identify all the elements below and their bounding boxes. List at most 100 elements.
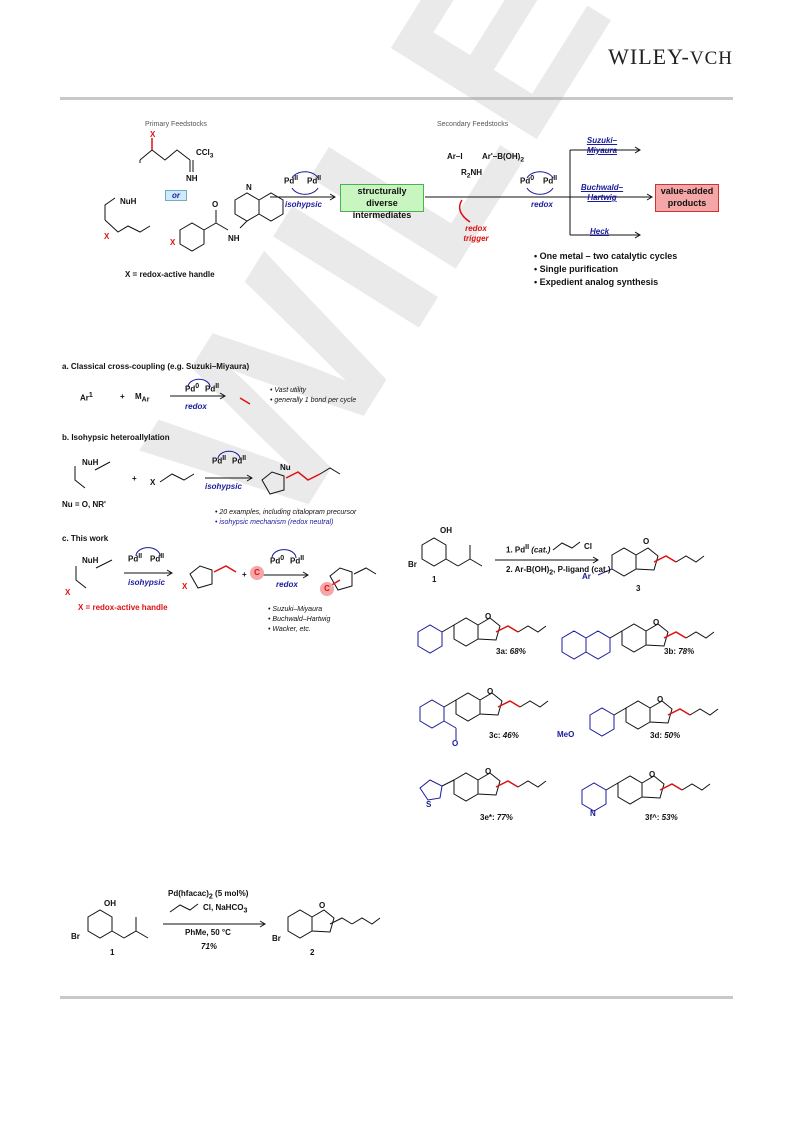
c-x2: X — [182, 582, 188, 591]
primary-feedstocks-label: Primary Feedstocks — [145, 121, 207, 128]
wiley-vch-logo: WILEY-VCH — [608, 44, 733, 69]
isohypsic-label-c: isohypsic — [128, 578, 165, 587]
r1-oh: OH — [440, 526, 452, 535]
p3e-s: S — [426, 800, 432, 809]
plus-a: + — [120, 392, 125, 401]
plus-c: + — [242, 570, 247, 579]
top-rule — [60, 97, 733, 100]
pd-ii-right: PdII — [307, 175, 322, 186]
toc-bullet: • Single purification — [534, 264, 619, 274]
value-added-box: value-added products — [655, 184, 719, 212]
pd0-c: Pd0 — [270, 555, 285, 566]
p3e-label: 3e*: 77% — [480, 813, 513, 822]
isohypsic-label-b: isohypsic — [205, 482, 242, 491]
c-x: X — [65, 588, 71, 597]
scheme-c-title: c. This work — [62, 534, 109, 543]
p3c-label: 3c: 46% — [489, 731, 519, 740]
ar-i-label: Ar–I — [447, 152, 463, 161]
r2-sm-label: 1 — [110, 948, 115, 957]
b-nu-caption: Nu = O, NR' — [62, 500, 106, 509]
nh-amide-label: NH — [228, 234, 240, 243]
p3f-n: N — [590, 809, 596, 818]
secondary-feedstocks-label: Secondary Feedstocks — [437, 121, 509, 128]
p3f-ring-o: O — [649, 770, 656, 779]
redox-label-a: redox — [185, 402, 207, 411]
ar1-i-label: Ar1X — [80, 392, 93, 403]
c-badge: C — [250, 566, 264, 580]
r2-yield: 71% — [201, 942, 218, 951]
scheme-a-title: a. Classical cross-coupling (e.g. Suzuki… — [62, 362, 250, 371]
redox-label-toc: redox — [531, 200, 553, 209]
x-handle-caption: X = redox-active handle — [125, 270, 215, 279]
suzuki-label: Suzuki–Miyaura — [586, 136, 618, 155]
p3a-o: O — [485, 612, 492, 621]
p3e-ring-o: O — [485, 767, 492, 776]
c-badge-product: C — [320, 582, 334, 596]
toc-bullets: • One metal – two catalytic cycles • Sin… — [534, 250, 677, 289]
ccl3-label: CCl3 — [196, 148, 214, 160]
pd-ii-a: PdII — [205, 383, 220, 394]
scheme-b-title: b. Isohypsic heteroallylation — [62, 433, 170, 442]
ar-boh-label: Ar'–B(OH)2 — [482, 152, 525, 164]
pd0-a: Pd0 — [185, 383, 200, 394]
toc-bullet: • Expedient analog synthesis — [534, 277, 659, 287]
heck-label: Heck — [590, 227, 610, 236]
x-handle-aryl: X — [170, 238, 176, 247]
scheme-c-bullets: • Suzuki–Miyaura • Buchwald–Hartwig • Wa… — [268, 606, 331, 633]
toc-bullet: • One metal – two catalytic cycles — [534, 251, 678, 261]
or-label: or — [165, 190, 187, 201]
nh-label: NH — [186, 174, 198, 183]
p3a-label: 3a: 68% — [496, 647, 526, 656]
p3f-label: 3f^: 53% — [645, 813, 678, 822]
r2nh-label: R2NH — [461, 168, 483, 180]
bottom-rule — [60, 996, 733, 999]
c-x-handle-caption: X = redox-active handle — [78, 603, 168, 612]
redox-trigger-label: redox trigger — [463, 224, 489, 243]
r2-br: Br — [71, 932, 80, 941]
isohypsic-label-toc: isohypsic — [285, 200, 322, 209]
redox-label-c: redox — [276, 580, 298, 589]
pd-ii-c1: PdII — [128, 553, 143, 564]
r2-oh: OH — [104, 899, 116, 908]
pd-ii-b2: PdII — [232, 455, 247, 466]
p3d-ring-o: O — [657, 695, 664, 704]
r2-prod-label: 2 — [310, 948, 315, 957]
pd-ii-label-secondary: PdII — [543, 175, 558, 186]
p3c-ring-o: O — [487, 687, 494, 696]
pd-ii-c2: PdII — [150, 553, 165, 564]
m-ar2-label: MAr — [135, 392, 150, 404]
o-label-amide: O — [212, 200, 219, 209]
r2-solvent: PhMe, 50 °C — [185, 928, 231, 937]
r1-prod-label: 3 — [636, 584, 641, 593]
p3b-label: 3b: 78% — [664, 647, 695, 656]
p3c-o: O — [452, 739, 459, 748]
structurally-diverse-box: structurally diverse intermediates — [340, 184, 424, 220]
pd-ii-c3: PdII — [290, 555, 305, 566]
b-nuh: NuH — [82, 458, 99, 467]
x-handle-left: X — [104, 232, 110, 241]
pd0-label: Pd0 — [520, 175, 535, 186]
quinoline-n-label: N — [246, 183, 252, 192]
r1-sm-label: 1 — [432, 575, 437, 584]
r2-cat: Pd(hfacac)2 (5 mol%) — [168, 889, 249, 901]
pd-ii-b1: PdII — [212, 455, 227, 466]
p3b-o: O — [653, 618, 660, 627]
plus-b: + — [132, 474, 137, 483]
scheme-b-bullets: • 20 examples, including citalopram prec… — [215, 509, 357, 526]
x-handle-top: X — [150, 130, 156, 139]
r1-o: O — [643, 537, 650, 546]
p3d-meo: MeO — [557, 730, 575, 739]
buchwald-label: Buchwald–Hartwig — [580, 183, 624, 202]
pd-ii-left: PdII — [284, 175, 299, 186]
r1-step1: 1. PdII (cat.) — [506, 544, 551, 555]
nuh-label: NuH — [120, 197, 137, 206]
r1-cl: Cl — [584, 542, 592, 551]
r1-br: Br — [408, 560, 417, 569]
p3d-label: 3d: 50% — [650, 731, 681, 740]
r2-reagent: Cl, NaHCO3 — [203, 903, 248, 915]
b-x: X — [150, 478, 156, 487]
scheme-a-bullets: • Vast utility • generally 1 bond per cy… — [270, 387, 357, 404]
